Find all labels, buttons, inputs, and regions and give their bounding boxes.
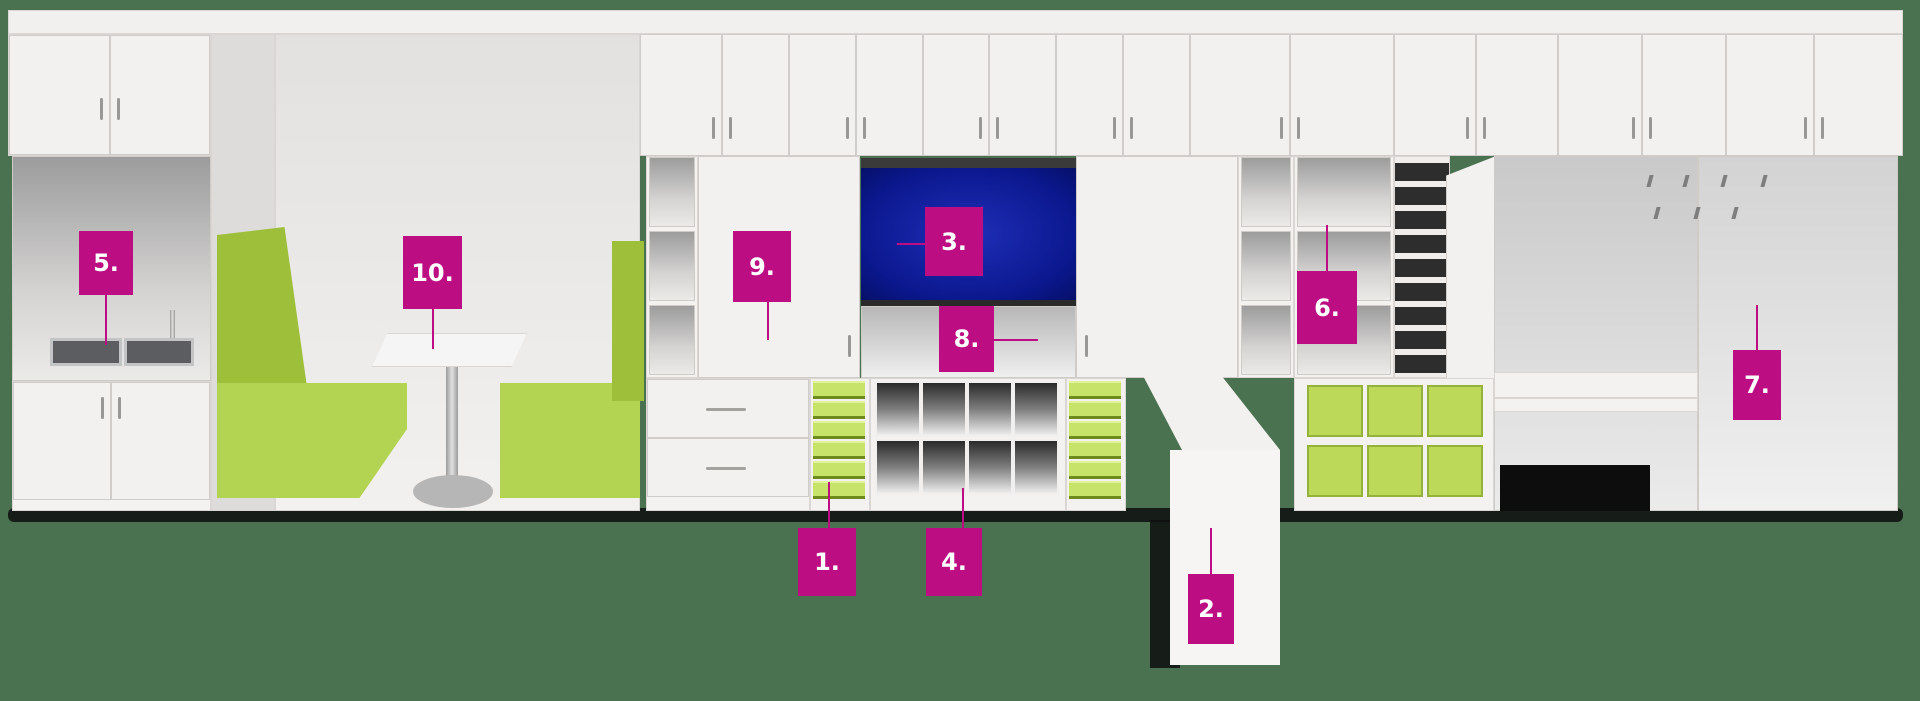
leader-line [994,339,1038,341]
leader-line [1210,528,1212,574]
cabinet-door[interactable] [1558,34,1642,156]
marker-label: 2. [1198,595,1224,623]
booth-seat [500,383,640,498]
drawer[interactable] [647,379,809,438]
cabinet-door[interactable] [923,34,989,156]
desk-bay-floor [1500,465,1650,511]
sink-unit-upper-cabinet [8,34,211,156]
leader-line [432,309,434,349]
marker-label: 5. [93,249,119,277]
marker-6[interactable]: 6. [1297,271,1357,344]
desk-bay [1494,156,1698,511]
cabinet-door[interactable] [1190,34,1290,156]
sink-basin [50,338,122,366]
marker-label: 9. [749,252,775,281]
cabinet-door[interactable] [13,382,111,500]
booth-seat-back [612,241,644,401]
top-cornice [8,10,1903,34]
sink-unit-base-cabinet [12,381,211,511]
sink-basin [124,338,194,366]
cabinet-door[interactable] [989,34,1056,156]
tap-icon [170,310,175,338]
marker-7[interactable]: 7. [1733,350,1781,420]
tall-door-cabinet[interactable] [1076,156,1238,378]
cabinet-door[interactable] [1476,34,1558,156]
door-handle [101,397,104,419]
cabinet-door[interactable] [110,35,210,155]
cabinet-door[interactable] [789,34,856,156]
leader-line [1756,305,1758,350]
marker-2[interactable]: 2. [1188,574,1234,644]
cabinet-door[interactable] [640,34,722,156]
open-shelving-unit [1294,156,1394,378]
drawer[interactable] [647,438,809,497]
leader-line [105,295,107,345]
pigeonhole-cubbies [870,378,1066,511]
marker-9[interactable]: 9. [733,231,791,302]
cabinet-door[interactable] [1290,34,1394,156]
open-cabinet-door[interactable] [1446,156,1496,401]
cafe-table-pole [446,367,458,489]
marker-label: 7. [1744,371,1770,399]
leader-line [1326,225,1328,271]
open-shelving-right [1238,156,1294,378]
marker-label: 10. [411,258,454,287]
floor-shadow [8,508,1903,522]
tray-unit [810,378,870,511]
marker-1[interactable]: 1. [798,528,856,596]
cabinet-door[interactable] [722,34,789,156]
tray-unit [1066,378,1126,511]
cabinet-door[interactable] [856,34,923,156]
door-handle [848,335,851,357]
leader-line [767,302,769,340]
marker-label: 4. [941,548,967,576]
cabinet-door[interactable] [1123,34,1190,156]
marker-label: 1. [814,548,840,576]
cafe-table-top[interactable] [372,333,527,367]
paper-slot-unit [1394,156,1450,378]
coat-hook-bay [1698,156,1898,511]
marker-5[interactable]: 5. [79,231,133,295]
marker-10[interactable]: 10. [403,236,462,309]
leader-line [828,482,830,528]
leader-line [897,243,925,245]
upper-cabinet-doors [640,34,1903,156]
keyboard-shelf[interactable] [1494,398,1698,412]
marker-label: 8. [953,325,980,353]
cabinet-door[interactable] [111,382,210,500]
cabinet-door[interactable] [1814,34,1903,156]
door-handle [1085,335,1088,357]
cabinet-door[interactable] [1056,34,1123,156]
open-shelving-left [646,156,698,378]
door-handle [117,98,120,120]
marker-label: 3. [941,227,967,256]
marker-4[interactable]: 4. [926,528,982,596]
desk-return-top[interactable] [1140,370,1280,450]
leader-line [962,488,964,528]
cabinet-door[interactable] [9,35,110,155]
marker-3[interactable]: 3. [925,207,983,276]
marker-8[interactable]: 8. [939,306,994,372]
big-tray-unit [1294,378,1494,511]
marker-label: 6. [1314,293,1340,322]
cabinet-door[interactable] [1642,34,1726,156]
door-handle [118,397,121,419]
door-handle [100,98,103,120]
cafe-table-base [413,475,493,508]
cabinet-door[interactable] [1726,34,1814,156]
cabinet-door[interactable] [1394,34,1476,156]
desk-surface[interactable] [1494,372,1698,398]
drawer-unit [646,378,810,511]
